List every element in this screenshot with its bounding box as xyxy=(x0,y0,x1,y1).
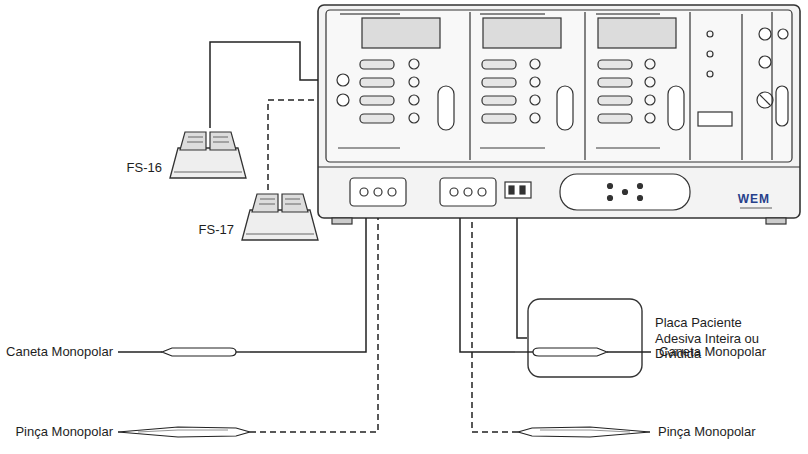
monopolar-pen-outline xyxy=(118,344,250,360)
monopolar-pen: Caneta Monopolar xyxy=(118,344,250,360)
label-holder: Pinça Monopolar xyxy=(15,424,113,440)
part-label: Caneta Monopolar xyxy=(659,344,766,360)
foot-switch-outline xyxy=(168,128,248,180)
label-holder: Caneta Monopolar xyxy=(6,344,113,360)
brand-logo: WEM xyxy=(738,192,770,206)
dashed-cable xyxy=(268,100,318,190)
cable xyxy=(210,42,318,128)
monopolar-pen: Caneta Monopolar xyxy=(515,344,651,360)
part-label: Pinça Monopolar xyxy=(15,424,113,440)
foot-switch: FS-16 xyxy=(168,128,248,180)
part-label: Caneta Monopolar xyxy=(6,344,113,360)
part-label: FS-16 xyxy=(127,160,162,176)
monopolar-forceps-outline xyxy=(118,425,250,439)
foot-switch: FS-17 xyxy=(240,190,320,242)
patient-plate: Placa Paciente Adesiva Inteira ou Dividi… xyxy=(527,298,643,378)
monopolar-forceps: Pinça Monopolar xyxy=(518,425,650,439)
dashed-cable xyxy=(472,218,518,432)
part-label: FS-17 xyxy=(199,222,234,238)
label-holder: FS-16 xyxy=(127,160,162,176)
label-holder: Pinça Monopolar xyxy=(658,424,756,440)
monopolar-pen-outline xyxy=(515,344,651,360)
label-holder: FS-17 xyxy=(199,222,234,238)
cable xyxy=(517,218,527,338)
label-holder: WEM xyxy=(738,192,770,206)
monopolar-forceps-outline xyxy=(518,425,650,439)
label-holder: Caneta Monopolar xyxy=(659,344,766,360)
cable xyxy=(460,218,515,352)
electrosurgical-unit: WEM xyxy=(318,5,800,218)
part-label: Pinça Monopolar xyxy=(658,424,756,440)
dashed-cable xyxy=(250,218,378,432)
monopolar-forceps: Pinça Monopolar xyxy=(118,425,250,439)
foot-switch-outline xyxy=(240,190,320,242)
patient-plate-outline xyxy=(527,298,643,378)
